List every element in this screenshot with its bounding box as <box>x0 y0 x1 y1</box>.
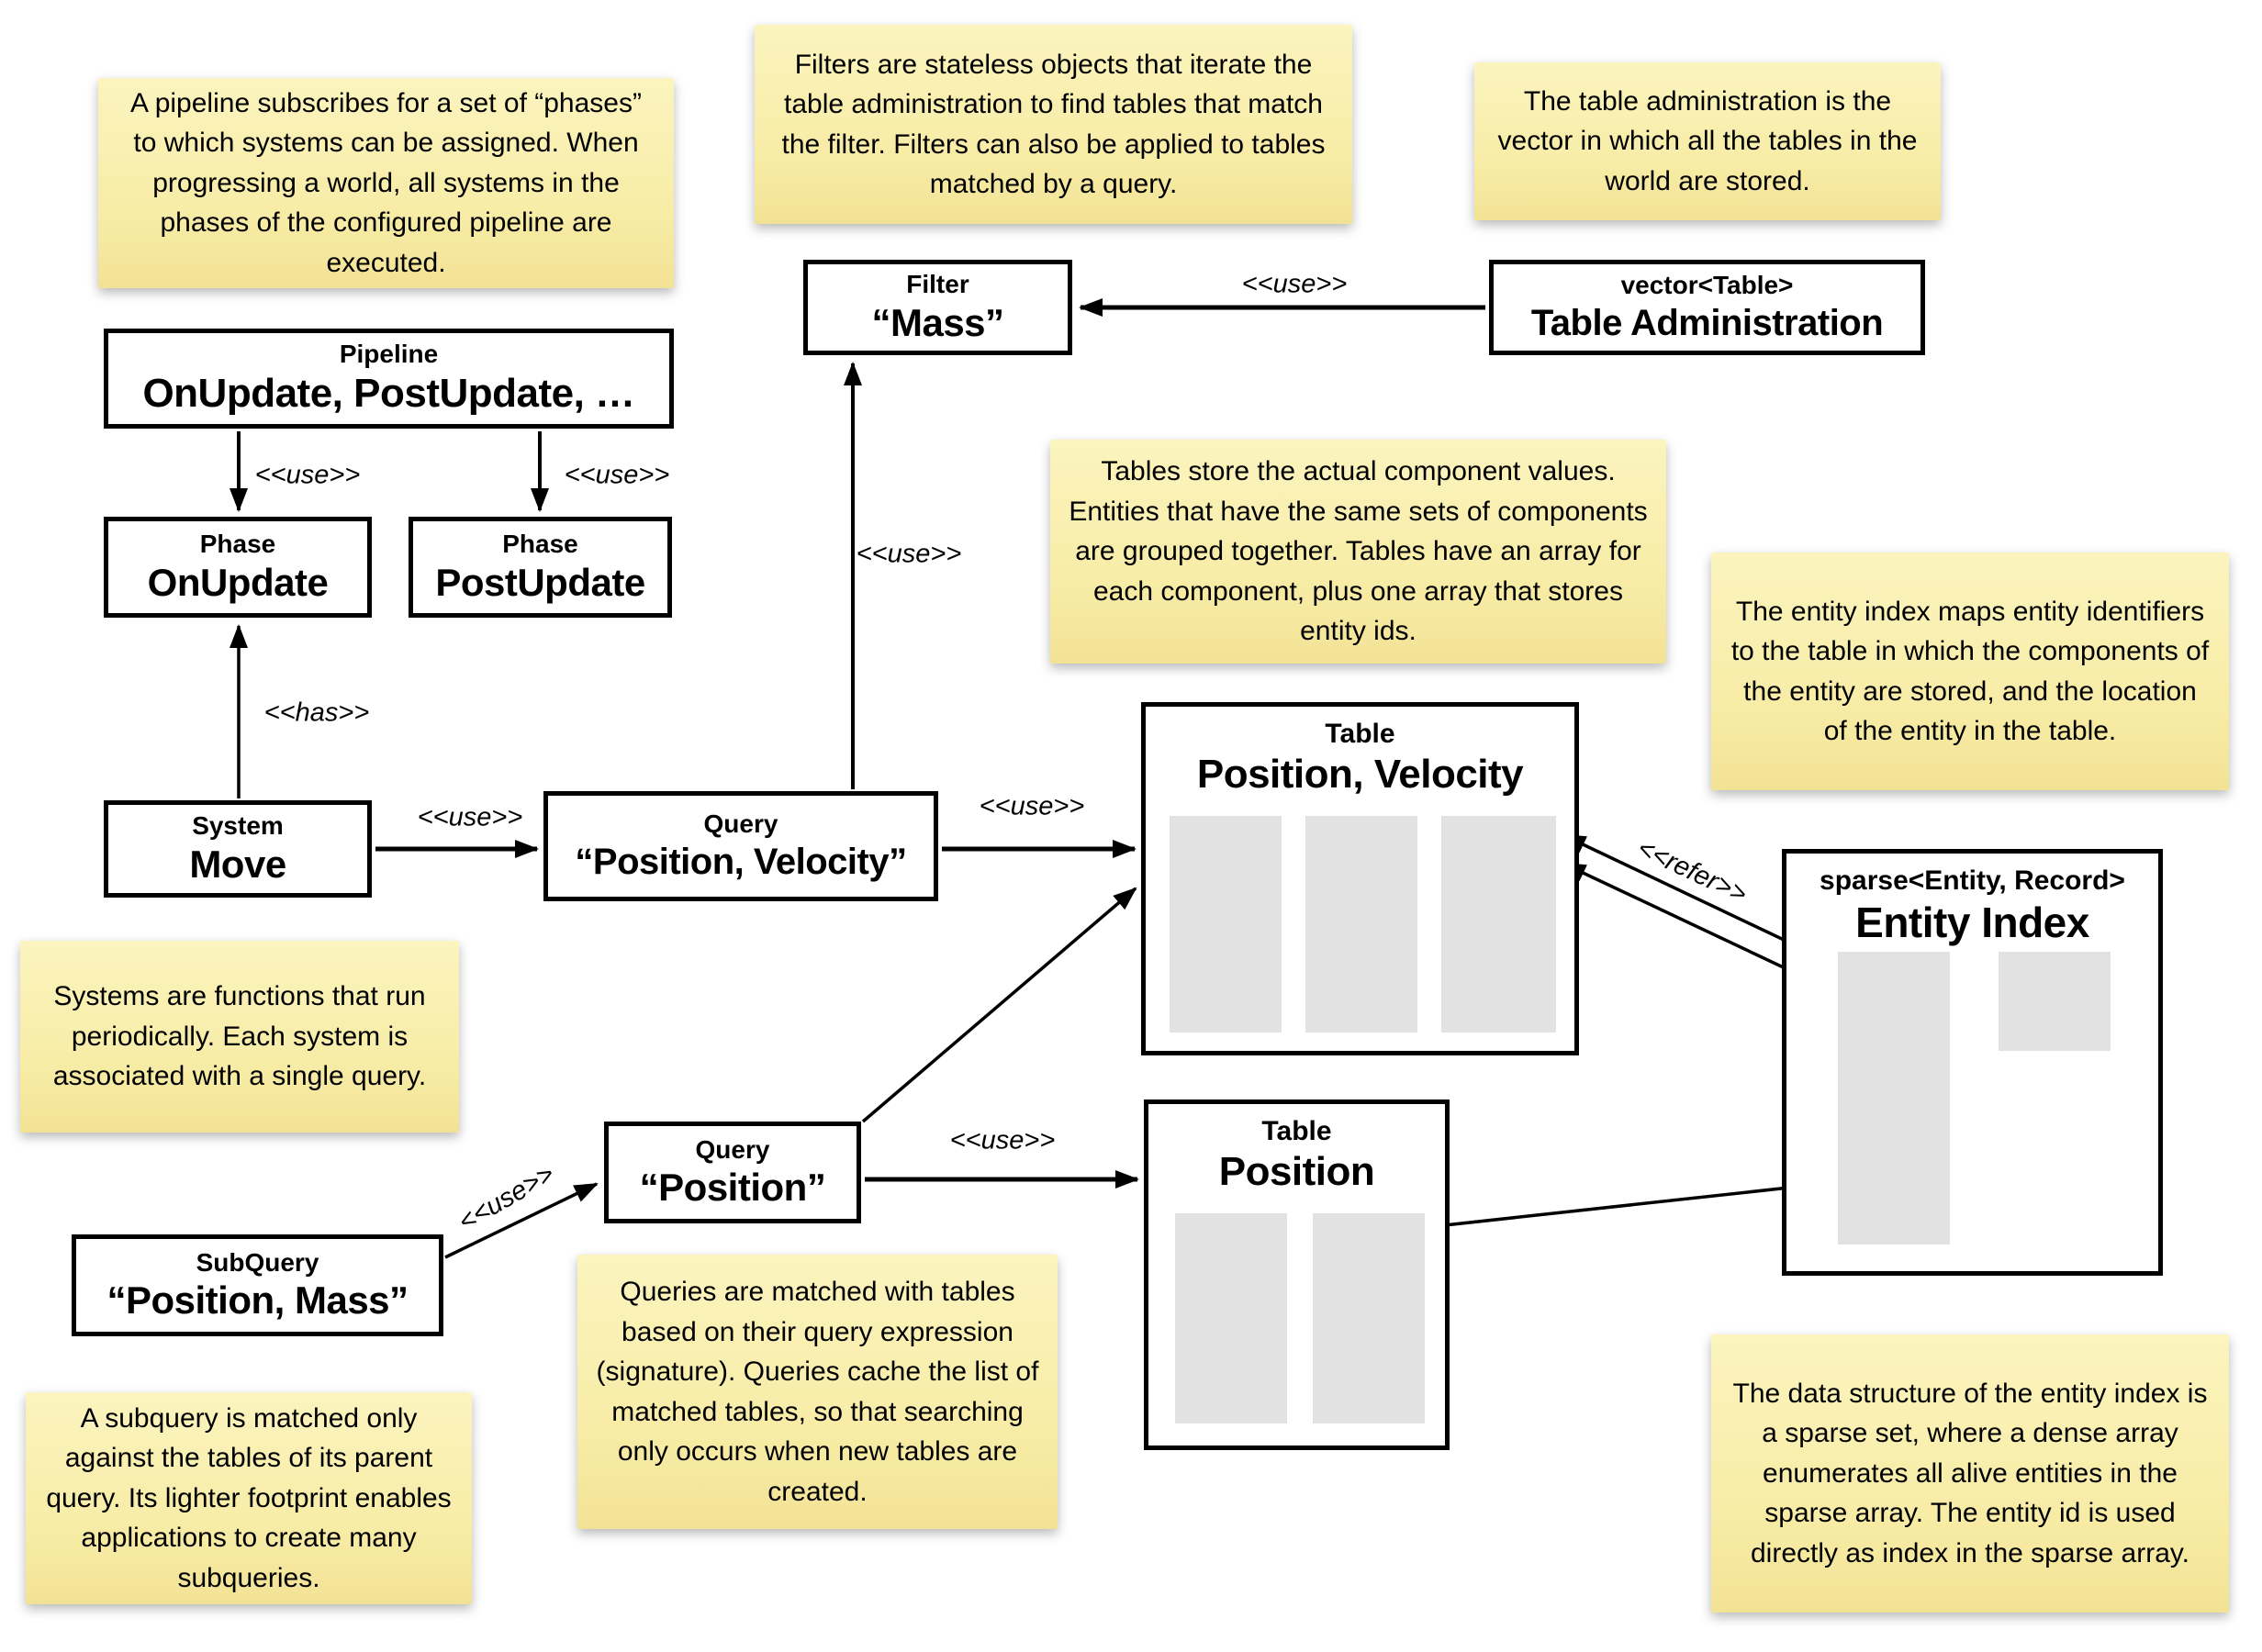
node-entity-index: sparse<Entity, Record> Entity Index <box>1782 849 2163 1276</box>
component-array-column <box>1441 816 1556 1032</box>
node-table-position-velocity-name: Position, Velocity <box>1196 752 1524 797</box>
node-query-position-velocity-name: “Position, Velocity” <box>575 841 907 882</box>
node-system-move-stereotype: System <box>192 811 284 840</box>
node-phase-postupdate-name: PostUpdate <box>435 560 645 604</box>
node-system-move: System Move <box>104 800 372 898</box>
component-array-column <box>1175 1213 1287 1423</box>
node-subquery-position-mass-stereotype: SubQuery <box>196 1247 319 1277</box>
node-phase-onupdate-name: OnUpdate <box>147 560 329 604</box>
note-entity-index: The entity index maps entity identifiers… <box>1711 553 2229 790</box>
node-entity-index-name: Entity Index <box>1855 899 2089 946</box>
edge-label-use-pipeline-postupdate: <<use>> <box>564 460 670 490</box>
node-phase-onupdate-stereotype: Phase <box>199 530 276 558</box>
node-table-position-velocity: Table Position, Velocity <box>1141 702 1579 1055</box>
node-query-position: Query “Position” <box>604 1122 861 1223</box>
dense-array-block <box>1999 952 2111 1051</box>
node-query-position-name: “Position” <box>639 1166 826 1210</box>
sparse-array-column <box>1838 952 1950 1245</box>
component-array-column <box>1305 816 1417 1032</box>
node-query-position-velocity-stereotype: Query <box>703 809 778 839</box>
node-query-position-velocity: Query “Position, Velocity” <box>543 791 938 901</box>
node-filter-mass-name: “Mass” <box>871 300 1004 344</box>
edge-label-use-subquery-query: <<use>> <box>454 1159 560 1238</box>
node-phase-postupdate: Phase PostUpdate <box>409 517 672 618</box>
edge-label-use-pipeline-onupdate: <<use>> <box>254 460 361 490</box>
node-pipeline-name: OnUpdate, PostUpdate, … <box>142 370 635 416</box>
component-array-column <box>1170 816 1282 1032</box>
edge-label-use-system-query: <<use>> <box>417 802 523 832</box>
edge-label-use-query-filter: <<use>> <box>856 539 962 569</box>
node-table-administration-stereotype: vector<Table> <box>1620 271 1794 300</box>
node-table-position-stereotype: Table <box>1261 1116 1332 1146</box>
arrow-entityindex-to-table-p <box>1417 1180 1841 1235</box>
note-systems: Systems are functions that run periodica… <box>20 941 459 1133</box>
note-filters: Filters are stateless objects that itera… <box>755 25 1352 224</box>
node-pipeline: Pipeline OnUpdate, PostUpdate, … <box>104 329 674 429</box>
node-filter-mass-stereotype: Filter <box>906 270 969 298</box>
node-query-position-stereotype: Query <box>695 1134 770 1164</box>
node-subquery-position-mass: SubQuery “Position, Mass” <box>72 1234 443 1336</box>
edge-label-use-query-table-pv: <<use>> <box>979 791 1085 821</box>
node-table-position-name: Position <box>1218 1149 1375 1194</box>
edge-label-use-queryp-table-p: <<use>> <box>949 1125 1056 1155</box>
node-subquery-position-mass-name: “Position, Mass” <box>106 1278 409 1323</box>
arrow-queryp-to-table-pv <box>861 887 1137 1123</box>
node-entity-index-stereotype: sparse<Entity, Record> <box>1820 865 2125 896</box>
edge-label-use-tableadmin-filter: <<use>> <box>1241 269 1348 299</box>
node-table-administration: vector<Table> Table Administration <box>1489 260 1925 355</box>
note-queries: Queries are matched with tables based on… <box>577 1255 1058 1529</box>
node-table-administration-name: Table Administration <box>1530 302 1884 343</box>
node-phase-postupdate-stereotype: Phase <box>502 530 578 558</box>
edge-label-has-system-phase: <<has>> <box>263 698 370 728</box>
note-tables: Tables store the actual component values… <box>1050 440 1666 664</box>
node-phase-onupdate: Phase OnUpdate <box>104 517 372 618</box>
node-table-position: Table Position <box>1144 1099 1450 1450</box>
node-pipeline-stereotype: Pipeline <box>339 340 439 369</box>
node-filter-mass: Filter “Mass” <box>803 260 1072 355</box>
note-subquery: A subquery is matched only against the t… <box>26 1392 472 1604</box>
node-system-move-name: Move <box>189 842 286 886</box>
edge-label-refer-entityindex-table: <<refer>> <box>1632 833 1752 910</box>
node-table-position-velocity-stereotype: Table <box>1325 719 1395 749</box>
note-pipeline: A pipeline subscribes for a set of “phas… <box>98 78 674 288</box>
component-array-column <box>1313 1213 1425 1423</box>
note-table-admin: The table administration is the vector i… <box>1474 62 1941 220</box>
note-sparse-set: The data structure of the entity index i… <box>1711 1334 2229 1613</box>
